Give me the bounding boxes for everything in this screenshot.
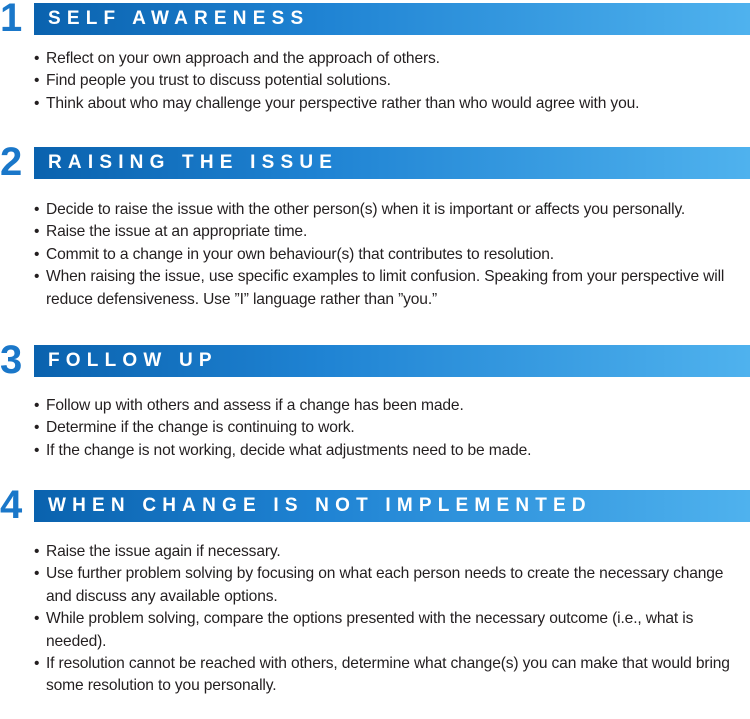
list-item: • Raise the issue at an appropriate time. — [34, 221, 746, 243]
list-item: • When raising the issue, use specific ex… — [34, 266, 746, 311]
bullet-icon: • — [34, 419, 40, 437]
bullet-icon: • — [34, 201, 40, 218]
list-item: • If the change is not working, decide wh… — [34, 440, 746, 462]
bullet-icon: • — [34, 655, 40, 673]
bullet-list: • Decide to raise the issue with the othe… — [34, 199, 746, 311]
list-item-text: Find people you trust to discuss potenti… — [46, 72, 391, 90]
list-item-text: While problem solving, compare the optio… — [46, 610, 694, 650]
list-item: • Raise the issue again if necessary. — [34, 541, 746, 563]
section-number: 1 — [0, 0, 23, 40]
list-item-text: If the change is not working, decide wha… — [46, 441, 532, 459]
section-title: WHEN CHANGE IS NOT IMPLEMENTED — [48, 495, 592, 516]
bullet-list: • Raise the issue again if necessary. • Us… — [34, 541, 746, 698]
list-item-text: Think about who may challenge your persp… — [46, 94, 640, 112]
bullet-icon: • — [34, 397, 40, 414]
list-item-text: If resolution cannot be reached with oth… — [46, 655, 730, 695]
section-when-change-is-not-implemented: 4 WHEN CHANGE IS NOT IMPLEMENTED • Raise … — [0, 483, 750, 694]
section-number: 2 — [0, 140, 23, 184]
list-item-text: Raise the issue at an appropriate time. — [46, 223, 308, 241]
list-item: • Follow up with others and assess if a c… — [34, 395, 746, 417]
section-header: 2 RAISING THE ISSUE — [0, 140, 750, 184]
section-follow-up: 3 FOLLOW UP • Follow up with others and a… — [0, 338, 750, 459]
list-item: • Determine if the change is continuing t… — [34, 417, 746, 439]
list-item: • Use further problem solving by focusing… — [34, 563, 746, 608]
bullet-icon: • — [34, 543, 40, 560]
bullet-icon: • — [34, 441, 40, 459]
section-title: FOLLOW UP — [48, 350, 218, 371]
section-header: 1 SELF AWARENESS — [0, 0, 750, 40]
list-item: • Commit to a change in your own behaviou… — [34, 244, 746, 266]
section-title-bar: WHEN CHANGE IS NOT IMPLEMENTED — [34, 490, 750, 522]
list-item: • Reflect on your own approach and the ap… — [34, 48, 746, 70]
list-item-text: Reflect on your own approach and the app… — [46, 50, 440, 67]
list-item-text: Use further problem solving by focusing … — [46, 565, 724, 605]
section-title-bar: SELF AWARENESS — [34, 3, 750, 35]
section-title-bar: FOLLOW UP — [34, 345, 750, 377]
section-header: 3 FOLLOW UP — [0, 338, 750, 382]
list-item-text: Determine if the change is continuing to… — [46, 419, 355, 437]
bullet-list: • Reflect on your own approach and the ap… — [34, 48, 746, 115]
section-header: 4 WHEN CHANGE IS NOT IMPLEMENTED — [0, 483, 750, 527]
list-item-text: Decide to raise the issue with the other… — [46, 201, 686, 218]
list-item: • Think about who may challenge your pers… — [34, 93, 746, 115]
list-item: • Find people you trust to discuss potent… — [34, 70, 746, 92]
list-item: • If resolution cannot be reached with ot… — [34, 653, 746, 698]
section-number: 4 — [0, 483, 23, 527]
bullet-icon: • — [34, 223, 40, 241]
bullet-icon: • — [34, 565, 40, 583]
section-title: RAISING THE ISSUE — [48, 152, 339, 173]
section-title-bar: RAISING THE ISSUE — [34, 147, 750, 179]
bullet-list: • Follow up with others and assess if a c… — [34, 395, 746, 462]
section-number: 3 — [0, 338, 23, 382]
bullet-icon: • — [34, 610, 40, 628]
list-item: • Decide to raise the issue with the othe… — [34, 199, 746, 221]
bullet-icon: • — [34, 268, 40, 286]
list-item-text: Follow up with others and assess if a ch… — [46, 397, 464, 414]
bullet-icon: • — [34, 72, 40, 90]
section-self-awareness: 1 SELF AWARENESS • Reflect on your own ap… — [0, 0, 750, 112]
section-raising-the-issue: 2 RAISING THE ISSUE • Decide to raise the… — [0, 140, 750, 308]
list-item-text: Commit to a change in your own behaviour… — [46, 245, 554, 263]
bullet-icon: • — [34, 50, 40, 67]
list-item: • While problem solving, compare the opti… — [34, 608, 746, 653]
bullet-icon: • — [34, 245, 40, 263]
bullet-icon: • — [34, 94, 40, 112]
list-item-text: Raise the issue again if necessary. — [46, 543, 281, 560]
list-item-text: When raising the issue, use specific exa… — [46, 268, 725, 308]
section-title: SELF AWARENESS — [48, 8, 310, 29]
